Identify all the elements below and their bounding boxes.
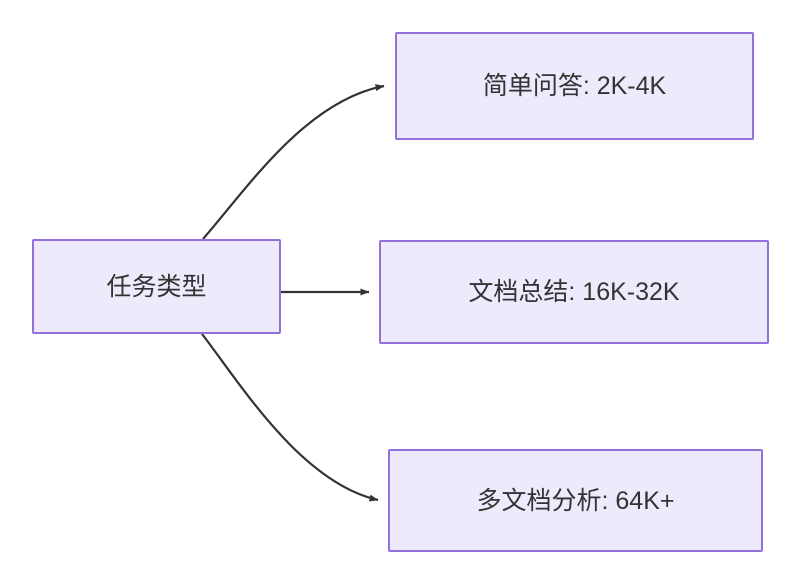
edge-root-to-multi-doc bbox=[201, 333, 379, 502]
edge-root-to-simple-qa bbox=[202, 84, 385, 240]
node-simple-qa[interactable]: 简单问答: 2K-4K bbox=[395, 32, 754, 140]
node-doc-summary[interactable]: 文档总结: 16K-32K bbox=[379, 240, 769, 344]
node-task-type[interactable]: 任务类型 bbox=[32, 239, 281, 334]
node-multi-doc[interactable]: 多文档分析: 64K+ bbox=[388, 449, 763, 552]
